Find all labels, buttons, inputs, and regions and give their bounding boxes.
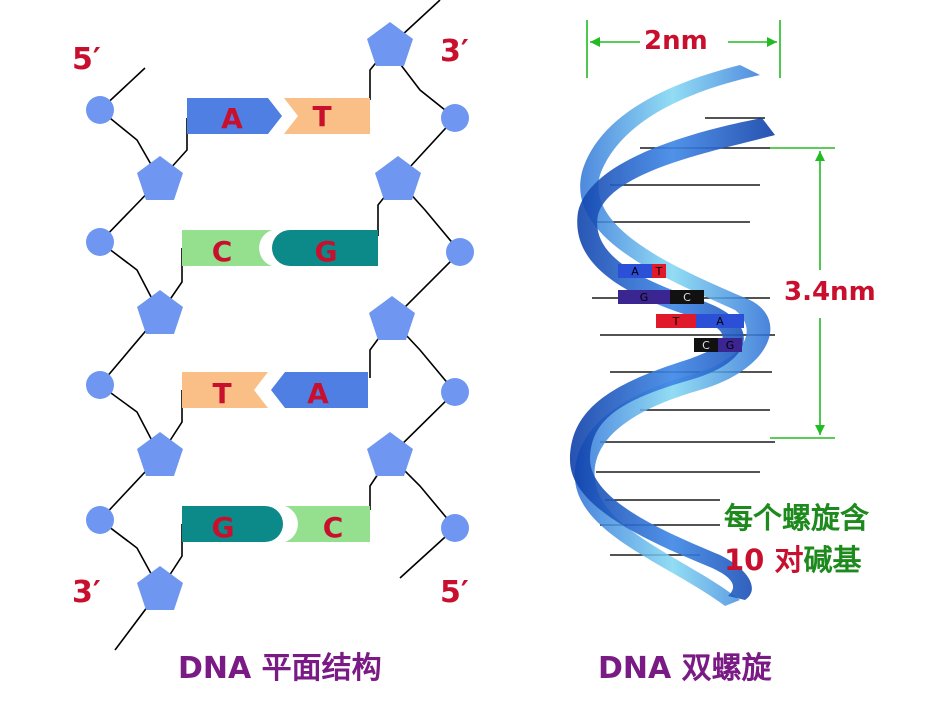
turn-note-dui: 对 (764, 543, 804, 577)
turn-note-line2: 10 对碱基 (724, 537, 861, 579)
phosphate-circle (86, 371, 114, 399)
inner-base-shape (718, 338, 742, 352)
base-pair-2: C G (182, 230, 378, 268)
phosphate-circle (86, 96, 114, 124)
base-shape-g (182, 506, 283, 542)
helix-caption: DNA 双螺旋 (598, 651, 772, 686)
strand-end-label-top-left: 5′ (72, 42, 101, 77)
base-shape-a (187, 98, 282, 134)
base-pair-4: G C (182, 506, 370, 544)
inner-base-shape (670, 290, 704, 304)
inner-base-shape (652, 264, 666, 278)
inner-base-letter: T (672, 315, 680, 328)
inner-base-letter: C (683, 291, 691, 304)
base-shape-t (182, 372, 268, 408)
inner-base-letter: G (726, 339, 735, 352)
phosphate-circle (441, 514, 469, 542)
phosphate-circle (86, 506, 114, 534)
turn-note-rest: 碱基 (803, 543, 862, 577)
inner-base-letter: T (655, 265, 663, 278)
base-letter-right: G (315, 235, 338, 268)
base-letter-left: C (212, 235, 233, 268)
inner-base-shape (656, 314, 696, 328)
base-shape-c (285, 506, 370, 542)
base-letter-left: A (221, 102, 243, 135)
turn-note-line1: 每个螺旋含 (724, 501, 870, 535)
base-pair-1: A T (187, 98, 370, 135)
inner-pair-3: T A (656, 314, 744, 328)
inner-base-shape (618, 290, 670, 304)
base-shape-t (284, 98, 370, 134)
inner-base-shape (618, 264, 652, 278)
base-letter-left: T (212, 377, 231, 410)
phosphate-circle (441, 378, 469, 406)
planar-caption: DNA 平面结构 (178, 651, 382, 686)
base-letter-right: C (323, 511, 344, 544)
inner-base-letter: A (631, 265, 639, 278)
base-shape-c (182, 230, 272, 266)
helix-inner-pairs: A T G C T A C G (618, 264, 744, 352)
phosphate-circle (86, 228, 114, 256)
inner-pair-4: C G (694, 338, 742, 352)
base-letter-left: G (212, 511, 235, 544)
inner-pair-1: A T (618, 264, 666, 278)
phosphate-circle (441, 104, 469, 132)
width-dimension (586, 20, 781, 78)
phosphate-circle (446, 238, 474, 266)
base-pair-3: T A (182, 372, 368, 410)
pitch-dimension (770, 147, 835, 439)
strand-end-label-top-right: 3′ (440, 34, 469, 69)
inner-base-letter: G (640, 291, 649, 304)
inner-base-shape (696, 314, 744, 328)
inner-base-letter: A (716, 315, 724, 328)
phosphate-groups (86, 96, 474, 542)
base-shape-a (271, 372, 368, 408)
turn-note-number: 10 (724, 543, 765, 577)
inner-pair-2: G C (618, 290, 704, 304)
inner-base-letter: C (702, 339, 710, 352)
base-shape-g (272, 230, 378, 266)
strand-end-label-bottom-right: 5′ (440, 575, 469, 610)
strand-end-label-bottom-left: 3′ (72, 575, 101, 610)
width-label: 2nm (644, 26, 708, 56)
base-letter-right: T (312, 100, 331, 133)
inner-base-shape (694, 338, 718, 352)
pitch-label: 3.4nm (784, 277, 876, 307)
base-letter-right: A (307, 377, 329, 410)
